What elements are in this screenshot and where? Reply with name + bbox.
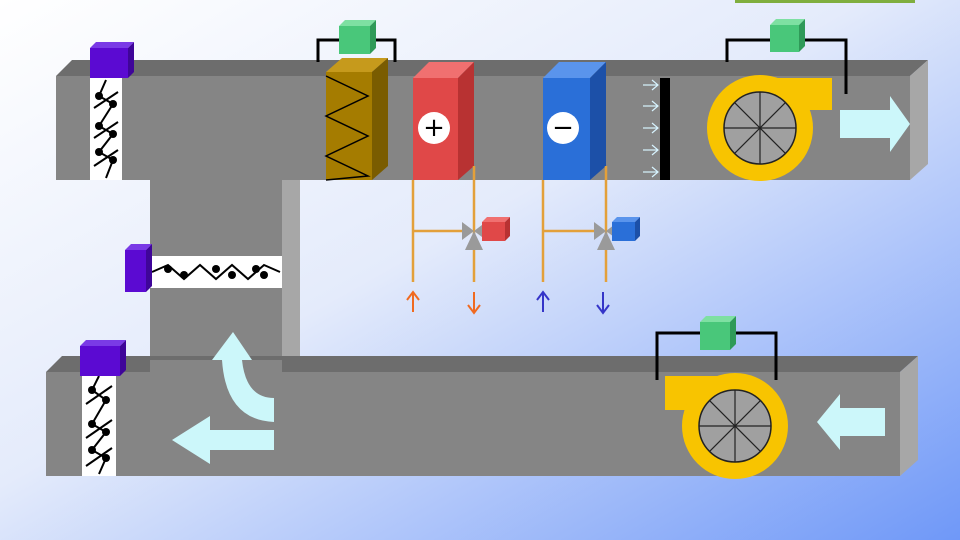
mixing-damper xyxy=(150,256,282,288)
plus-icon xyxy=(418,112,450,144)
supply-fan-sensor xyxy=(725,19,848,94)
filter-sensor xyxy=(316,20,397,62)
heating-piping xyxy=(406,166,481,315)
return-airflow-arrow xyxy=(817,394,885,450)
cooling-piping xyxy=(536,166,610,315)
plus-symbol: + xyxy=(423,113,445,143)
exhaust-air-damper-actuator xyxy=(80,340,126,376)
recirculation-airflow-arrow xyxy=(212,332,274,422)
supply-fan xyxy=(707,75,832,181)
outside-air-damper xyxy=(90,78,122,180)
minus-symbol: − xyxy=(552,113,574,143)
minus-icon xyxy=(547,112,579,144)
droplet-eliminator xyxy=(643,78,670,180)
cooling-valve-actuator xyxy=(612,217,640,241)
return-duct xyxy=(46,356,918,476)
exhaust-airflow-arrow xyxy=(172,416,274,464)
heating-valve-actuator xyxy=(482,217,510,241)
return-fan-sensor xyxy=(655,316,778,380)
exhaust-air-damper xyxy=(82,374,116,476)
heating-coil: + xyxy=(413,62,474,180)
cooling-coil: − xyxy=(543,62,606,180)
return-fan xyxy=(665,373,788,479)
filter xyxy=(324,58,388,181)
fan-blade xyxy=(734,102,786,154)
fan-blade xyxy=(709,400,761,452)
supply-airflow-arrow xyxy=(840,96,910,152)
outside-air-damper-actuator xyxy=(90,42,134,78)
mixing-damper-actuator xyxy=(125,244,152,292)
top-accent-line xyxy=(735,0,915,3)
